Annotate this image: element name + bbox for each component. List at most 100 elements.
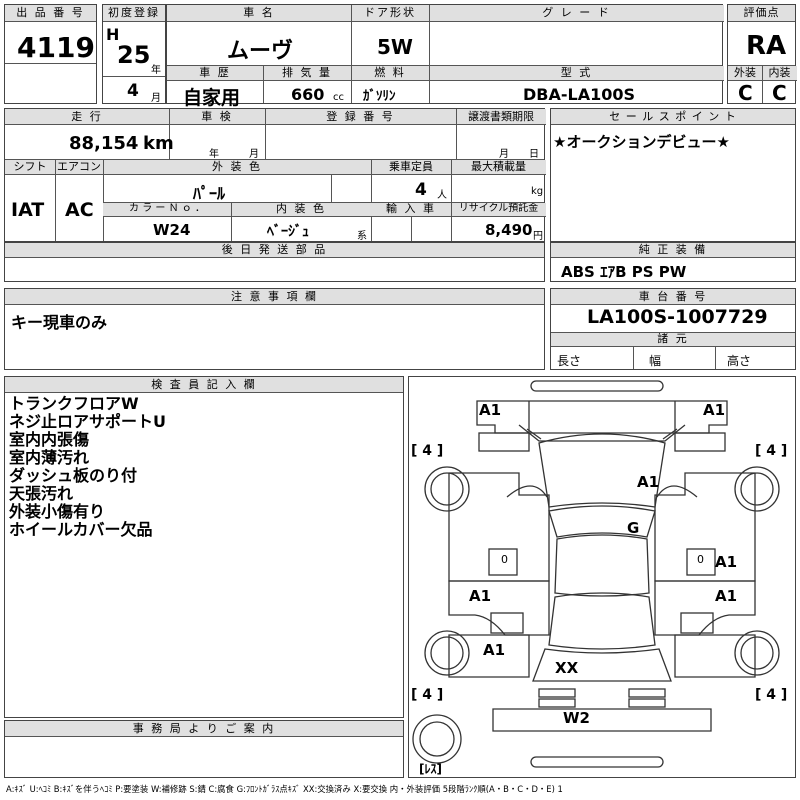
- history-value: 自家用: [183, 87, 241, 109]
- car-diagram-box: A1 A1 A1 G A1 A1 A1 A1 XX W2 [ 4 ] [ 4 ]…: [408, 376, 796, 778]
- first-reg-era: H: [106, 25, 120, 44]
- displacement-label: 排 気 量: [263, 66, 351, 81]
- recycle-label: リサイクル預託金: [451, 203, 546, 217]
- import-label: 輸 入 車: [371, 203, 451, 217]
- car-name-label: 車 名: [167, 5, 351, 22]
- grade-label: グ レ ー ド: [429, 5, 724, 22]
- notes-label: 注 意 事 項 欄: [5, 289, 544, 305]
- exterior-label: 外装: [728, 66, 762, 81]
- first-reg-box: 初度登録 H 25 年 4 月: [102, 4, 166, 104]
- score-box: 評価点 RA 外装 内装 C C: [727, 4, 797, 105]
- color-no-label: カ ラ ー Ｎ ｏ ．: [103, 203, 231, 217]
- model-label: 型 式: [429, 66, 724, 81]
- inspection-year-unit: 年: [209, 149, 219, 160]
- inspector-item: 外装小傷有り: [9, 502, 106, 521]
- inspector-item: 天張汚れ: [9, 484, 74, 503]
- score-label: 評価点: [728, 5, 795, 22]
- office-box: 事 務 局 よ り ご 案 内: [4, 720, 404, 778]
- sales-point-box: セ ー ル ス ポ イ ン ト ★オークションデビュー★: [550, 108, 796, 242]
- inspector-item: ホイールカバー欠品: [9, 520, 153, 539]
- mark-front-right: A1: [703, 401, 725, 419]
- transfer-label: 譲渡書類期限: [456, 109, 546, 125]
- notes-box: 注 意 事 項 欄 キー現車のみ: [4, 288, 545, 370]
- chassis-value: LA100S-1007729: [587, 306, 768, 328]
- later-parts-label: 後 日 発 送 部 品: [5, 243, 544, 258]
- aircon-label: エアコン: [55, 160, 103, 175]
- specs-label: 諸 元: [551, 333, 795, 347]
- int-color-value: ﾍﾞｰｼﾞｭ: [267, 224, 309, 240]
- spec-length: 長さ: [557, 354, 582, 368]
- notes-value: キー現車のみ: [11, 313, 108, 332]
- ext-color-value: ﾊﾟｰﾙ: [193, 184, 226, 203]
- interior-score: C: [772, 81, 787, 105]
- inspector-box: 検 査 員 記 入 欄 トランクフロアW ネジ止ロアサポートU 室内内張傷 室内…: [4, 376, 404, 718]
- interior-label: 内装: [762, 66, 797, 81]
- legend: A:ｷｽﾞ U:ﾍｺﾐ B:ｷｽﾞを伴うﾍｺﾐ P:要塗装 W:補修跡 S:錆 …: [6, 784, 563, 794]
- equipment-value: ABS ｴｱB PS PW: [561, 263, 687, 281]
- lot-box: 出 品 番 号 4119: [4, 4, 97, 104]
- inspection-month-unit: 月: [249, 149, 259, 160]
- tire-front-right: [ 4 ]: [755, 443, 787, 459]
- mark-roof: G: [627, 519, 639, 537]
- inspector-list: トランクフロアW ネジ止ロアサポートU 室内内張傷 室内薄汚れ ダッシュ板のり付…: [9, 395, 166, 539]
- sales-point-value: ★オークションデビュー★: [553, 133, 730, 151]
- recycle-value: 8,490: [485, 221, 533, 239]
- lot-number: 4119: [17, 31, 95, 64]
- tire-rear-right: [ 4 ]: [755, 687, 787, 703]
- fuel-label: 燃 料: [351, 66, 429, 81]
- score-value: RA: [746, 31, 787, 61]
- equipment-box: 純 正 装 備 ABS ｴｱB PS PW: [550, 242, 796, 282]
- shift-label: シフト: [5, 160, 55, 175]
- inspector-item: 室内薄汚れ: [9, 448, 90, 467]
- aircon-value: AC: [65, 199, 94, 221]
- mark-right-rear-door: A1: [715, 587, 737, 605]
- shift-value: IAT: [11, 199, 45, 221]
- inspector-label: 検 査 員 記 入 欄: [5, 377, 403, 393]
- chassis-box: 車 台 番 号 LA100S-1007729 諸 元 長さ 幅 高さ: [550, 288, 796, 370]
- first-reg-month: 4: [127, 81, 139, 101]
- lot-label: 出 品 番 号: [5, 5, 96, 22]
- spec-height: 高さ: [727, 354, 752, 368]
- exterior-score: C: [738, 81, 753, 105]
- displacement-value: 660: [291, 85, 325, 104]
- first-reg-month-unit: 月: [151, 93, 161, 104]
- car-name: ムーヴ: [227, 39, 294, 64]
- vehicle-details-box: 走 行 車 検 登 録 番 号 譲渡書類期限 88,154 km 年 月 月 日…: [4, 108, 546, 242]
- inspector-item: ネジ止ロアサポートU: [9, 412, 166, 431]
- max-load-unit: kg: [531, 186, 544, 197]
- door-label: ドア形状: [351, 5, 429, 22]
- equipment-label: 純 正 装 備: [551, 243, 795, 258]
- mileage-label: 走 行: [5, 109, 169, 125]
- sales-point-label: セ ー ル ス ポ イ ン ト: [551, 109, 795, 125]
- door-type: 5W: [377, 35, 413, 59]
- mark-rear-bumper: W2: [563, 709, 590, 727]
- recycle-unit: 円: [533, 231, 543, 242]
- max-load-label: 最大積載量: [451, 160, 546, 175]
- car-diagram: A1 A1 A1 G A1 A1 A1 A1 XX W2 [ 4 ] [ 4 ]…: [411, 380, 787, 776]
- mileage-unit: km: [143, 133, 174, 154]
- ext-color-label: 外 装 色: [103, 160, 371, 175]
- inspector-item: 室内内張傷: [9, 430, 90, 449]
- mark-rear-glass: XX: [555, 659, 579, 677]
- office-label: 事 務 局 よ り ご 案 内: [5, 721, 403, 737]
- color-no-value: W24: [153, 221, 191, 239]
- main-info-box: 車 名 ドア形状 グ レ ー ド ムーヴ 5W 車 歴 排 気 量 燃 料 型 …: [166, 4, 724, 109]
- mark-left-rear-quarter: A1: [483, 641, 505, 659]
- int-color-unit: 系: [357, 231, 367, 242]
- mark-front-left: A1: [479, 401, 501, 419]
- model-value: DBA-LA100S: [523, 85, 635, 104]
- tire-front-left: [ 4 ]: [411, 443, 443, 459]
- inspection-label: 車 検: [169, 109, 265, 125]
- fuel-value: ｶﾞｿﾘﾝ: [363, 89, 396, 104]
- tire-rear-left: [ 4 ]: [411, 687, 443, 703]
- capacity-unit: 人: [437, 190, 447, 201]
- zero-right: 0: [697, 553, 704, 566]
- first-reg-label: 初度登録: [103, 5, 165, 22]
- mileage-value: 88,154: [69, 133, 139, 154]
- capacity-label: 乗車定員: [371, 160, 451, 175]
- transfer-month-unit: 月: [499, 149, 509, 160]
- mark-right-front-door: A1: [715, 553, 737, 571]
- capacity-value: 4: [415, 180, 427, 200]
- spec-width: 幅: [649, 354, 662, 368]
- first-reg-year-unit: 年: [151, 65, 161, 76]
